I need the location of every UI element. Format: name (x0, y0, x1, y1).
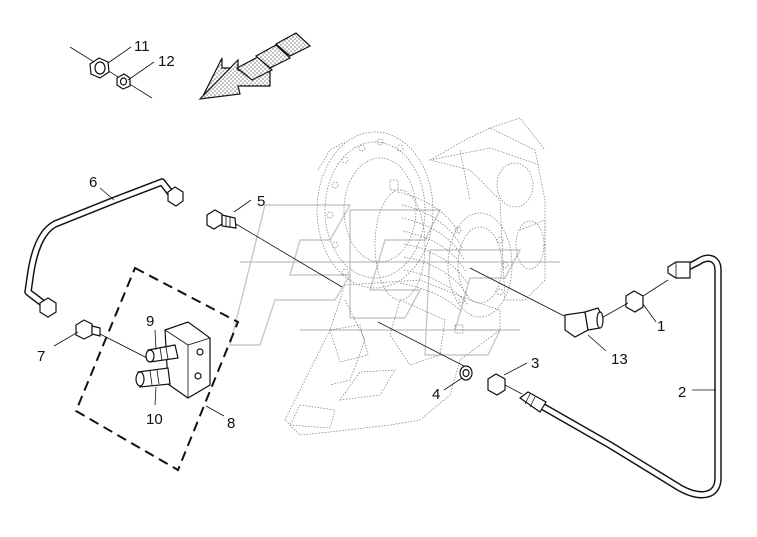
part-9-cartridge (145, 344, 179, 363)
callout-12: 12 (158, 53, 175, 70)
callout-11: 11 (134, 38, 150, 55)
part-2-hose (518, 254, 722, 499)
winch-assembly (284, 117, 546, 436)
callout-10: 10 (146, 411, 163, 428)
callout-5: 5 (257, 193, 265, 210)
callout-13: 13 (611, 351, 628, 368)
part-7-fitting (75, 319, 156, 363)
direction-arrow-icon (198, 32, 312, 100)
callout-8: 8 (227, 415, 235, 432)
part-5-fitting (206, 209, 343, 288)
cable-drum-wraps (397, 191, 469, 313)
callout-2: 2 (678, 384, 686, 401)
part-8-valve-assembly (74, 266, 240, 472)
part-6-pipe (24, 178, 184, 318)
callout-1: 1 (657, 318, 665, 335)
part-1-fitting (625, 279, 669, 313)
part-3-nut (487, 373, 523, 396)
callout-9: 9 (146, 313, 154, 330)
part-13-elbow (469, 267, 629, 338)
leader-lines (53, 46, 716, 417)
part-10-cartridge (135, 367, 171, 388)
part-12-cap (116, 73, 131, 90)
callout-3: 3 (531, 355, 539, 372)
callouts: 1 2 3 4 5 6 7 8 9 10 11 12 13 (37, 38, 686, 432)
callout-6: 6 (89, 174, 97, 191)
callout-4: 4 (432, 386, 440, 403)
part-11-nut (69, 46, 153, 99)
part-4-seal-ring (377, 321, 473, 381)
callout-7: 7 (37, 348, 45, 365)
flange-bolts (326, 138, 509, 304)
